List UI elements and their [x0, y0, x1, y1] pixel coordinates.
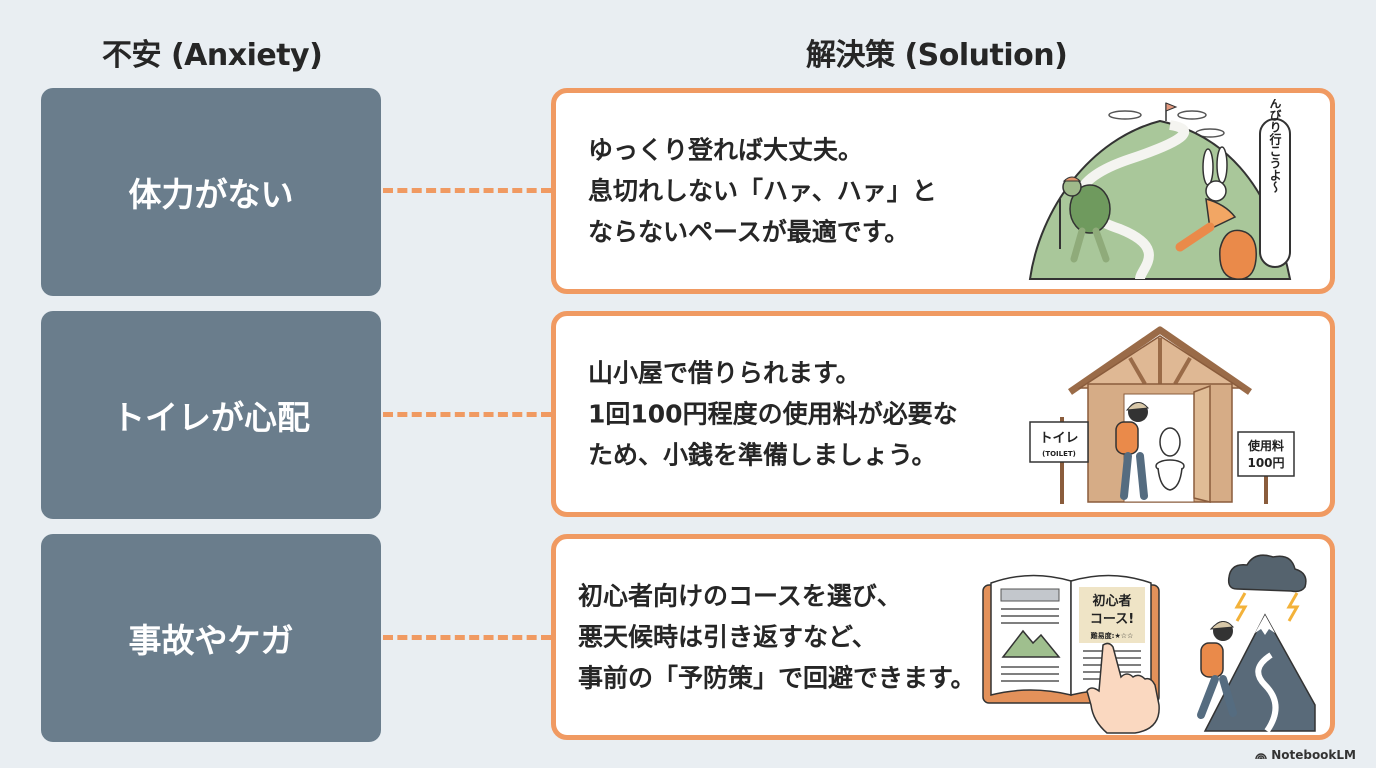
- sign-subtext: (TOILET): [1042, 450, 1076, 458]
- hiker-figure: [1197, 621, 1237, 719]
- guidebook-and-storm-illustration: 初心者 コース! 難易度:★☆☆: [982, 554, 1316, 734]
- turtle-and-rabbit-hiking-illustration: のんびり行こうよ〜: [1028, 99, 1292, 281]
- mountain-icon: [1001, 629, 1061, 658]
- fee-sign-line1: 使用料: [1247, 438, 1284, 453]
- solution-line: 1回100円程度の使用料が必要な: [588, 399, 958, 429]
- anxiety-label: 体力がない: [128, 175, 294, 214]
- dashed-connector: [383, 635, 551, 640]
- solution-text: ゆっくり登れば大丈夫。 息切れしない「ハァ、ハァ」と ならないペースが最適です。: [588, 130, 937, 253]
- anxiety-box-stamina: 体力がない: [41, 88, 381, 296]
- solution-line: ならないペースが最適です。: [588, 217, 910, 247]
- book-title-line2: コース!: [1090, 612, 1134, 627]
- lightning-icon: [1286, 592, 1300, 622]
- toilet-icon: [1155, 427, 1185, 491]
- dashed-connector: [383, 188, 551, 193]
- fee-sign: 使用料 100円: [1237, 431, 1295, 504]
- book-difficulty: 難易度:★☆☆: [1091, 631, 1134, 640]
- storm-cloud-icon: [1227, 554, 1307, 593]
- cloud-icon: [1108, 110, 1225, 138]
- solution-box-stamina: ゆっくり登れば大丈夫。 息切れしない「ハァ、ハァ」と ならないペースが最適です。: [551, 88, 1335, 294]
- sign-text: トイレ: [1039, 431, 1078, 446]
- mountain-hut-toilet-illustration: トイレ (TOILET) 使用料 100円: [1029, 326, 1295, 504]
- anxiety-box-accident: 事故やケガ: [41, 534, 381, 742]
- solution-line: ため、小銭を準備しましょう。: [588, 440, 937, 470]
- pointing-hand-icon: [1086, 642, 1160, 734]
- solution-box-accident: 初心者向けのコースを選び、 悪天候時は引き返すなど、 事前の「予防策」で回避でき…: [551, 534, 1335, 740]
- hiker-figure: [1115, 402, 1149, 500]
- anxiety-box-toilet: トイレが心配: [41, 311, 381, 519]
- speech-bubble-text: のんびり行こうよ〜: [1268, 99, 1282, 193]
- backpack-icon: [1219, 229, 1257, 280]
- solution-text: 初心者向けのコースを選び、 悪天候時は引き返すなど、 事前の「予防策」で回避でき…: [578, 576, 976, 699]
- notebooklm-brand: NotebookLM: [1255, 748, 1356, 762]
- solution-box-toilet: 山小屋で借りられます。 1回100円程度の使用料が必要な ため、小銭を準備しまし…: [551, 311, 1335, 517]
- toilet-sign: トイレ (TOILET): [1029, 417, 1089, 504]
- brand-label: NotebookLM: [1271, 748, 1356, 762]
- solution-text: 山小屋で借りられます。 1回100円程度の使用料が必要な ため、小銭を準備しまし…: [588, 353, 958, 476]
- anxiety-label: 事故やケガ: [128, 621, 294, 660]
- solution-line: ゆっくり登れば大丈夫。: [588, 135, 864, 165]
- turtle-hiker-figure: [1059, 176, 1111, 263]
- fee-sign-line2: 100円: [1247, 456, 1284, 470]
- summit-flag-icon: [1165, 102, 1178, 112]
- lightning-icon: [1234, 592, 1248, 622]
- solution-line: 事前の「予防策」で回避できます。: [578, 663, 976, 693]
- solution-line: 初心者向けのコースを選び、: [578, 581, 902, 611]
- book-title-line1: 初心者: [1092, 593, 1131, 609]
- anxiety-label: トイレが心配: [112, 398, 310, 437]
- anxiety-column-header: 不安 (Anxiety): [102, 38, 323, 73]
- solution-line: 山小屋で借りられます。: [588, 358, 861, 388]
- solution-line: 悪天候時は引き返すなど、: [578, 622, 877, 652]
- dashed-connector: [383, 412, 551, 417]
- trail-path: [1255, 652, 1279, 733]
- notebooklm-logo-icon: [1255, 753, 1267, 760]
- solution-line: 息切れしない「ハァ、ハァ」と: [588, 176, 937, 206]
- solution-column-header: 解決策 (Solution): [806, 38, 1068, 73]
- speech-bubble: [1259, 118, 1291, 268]
- rabbit-figure: [1175, 146, 1237, 252]
